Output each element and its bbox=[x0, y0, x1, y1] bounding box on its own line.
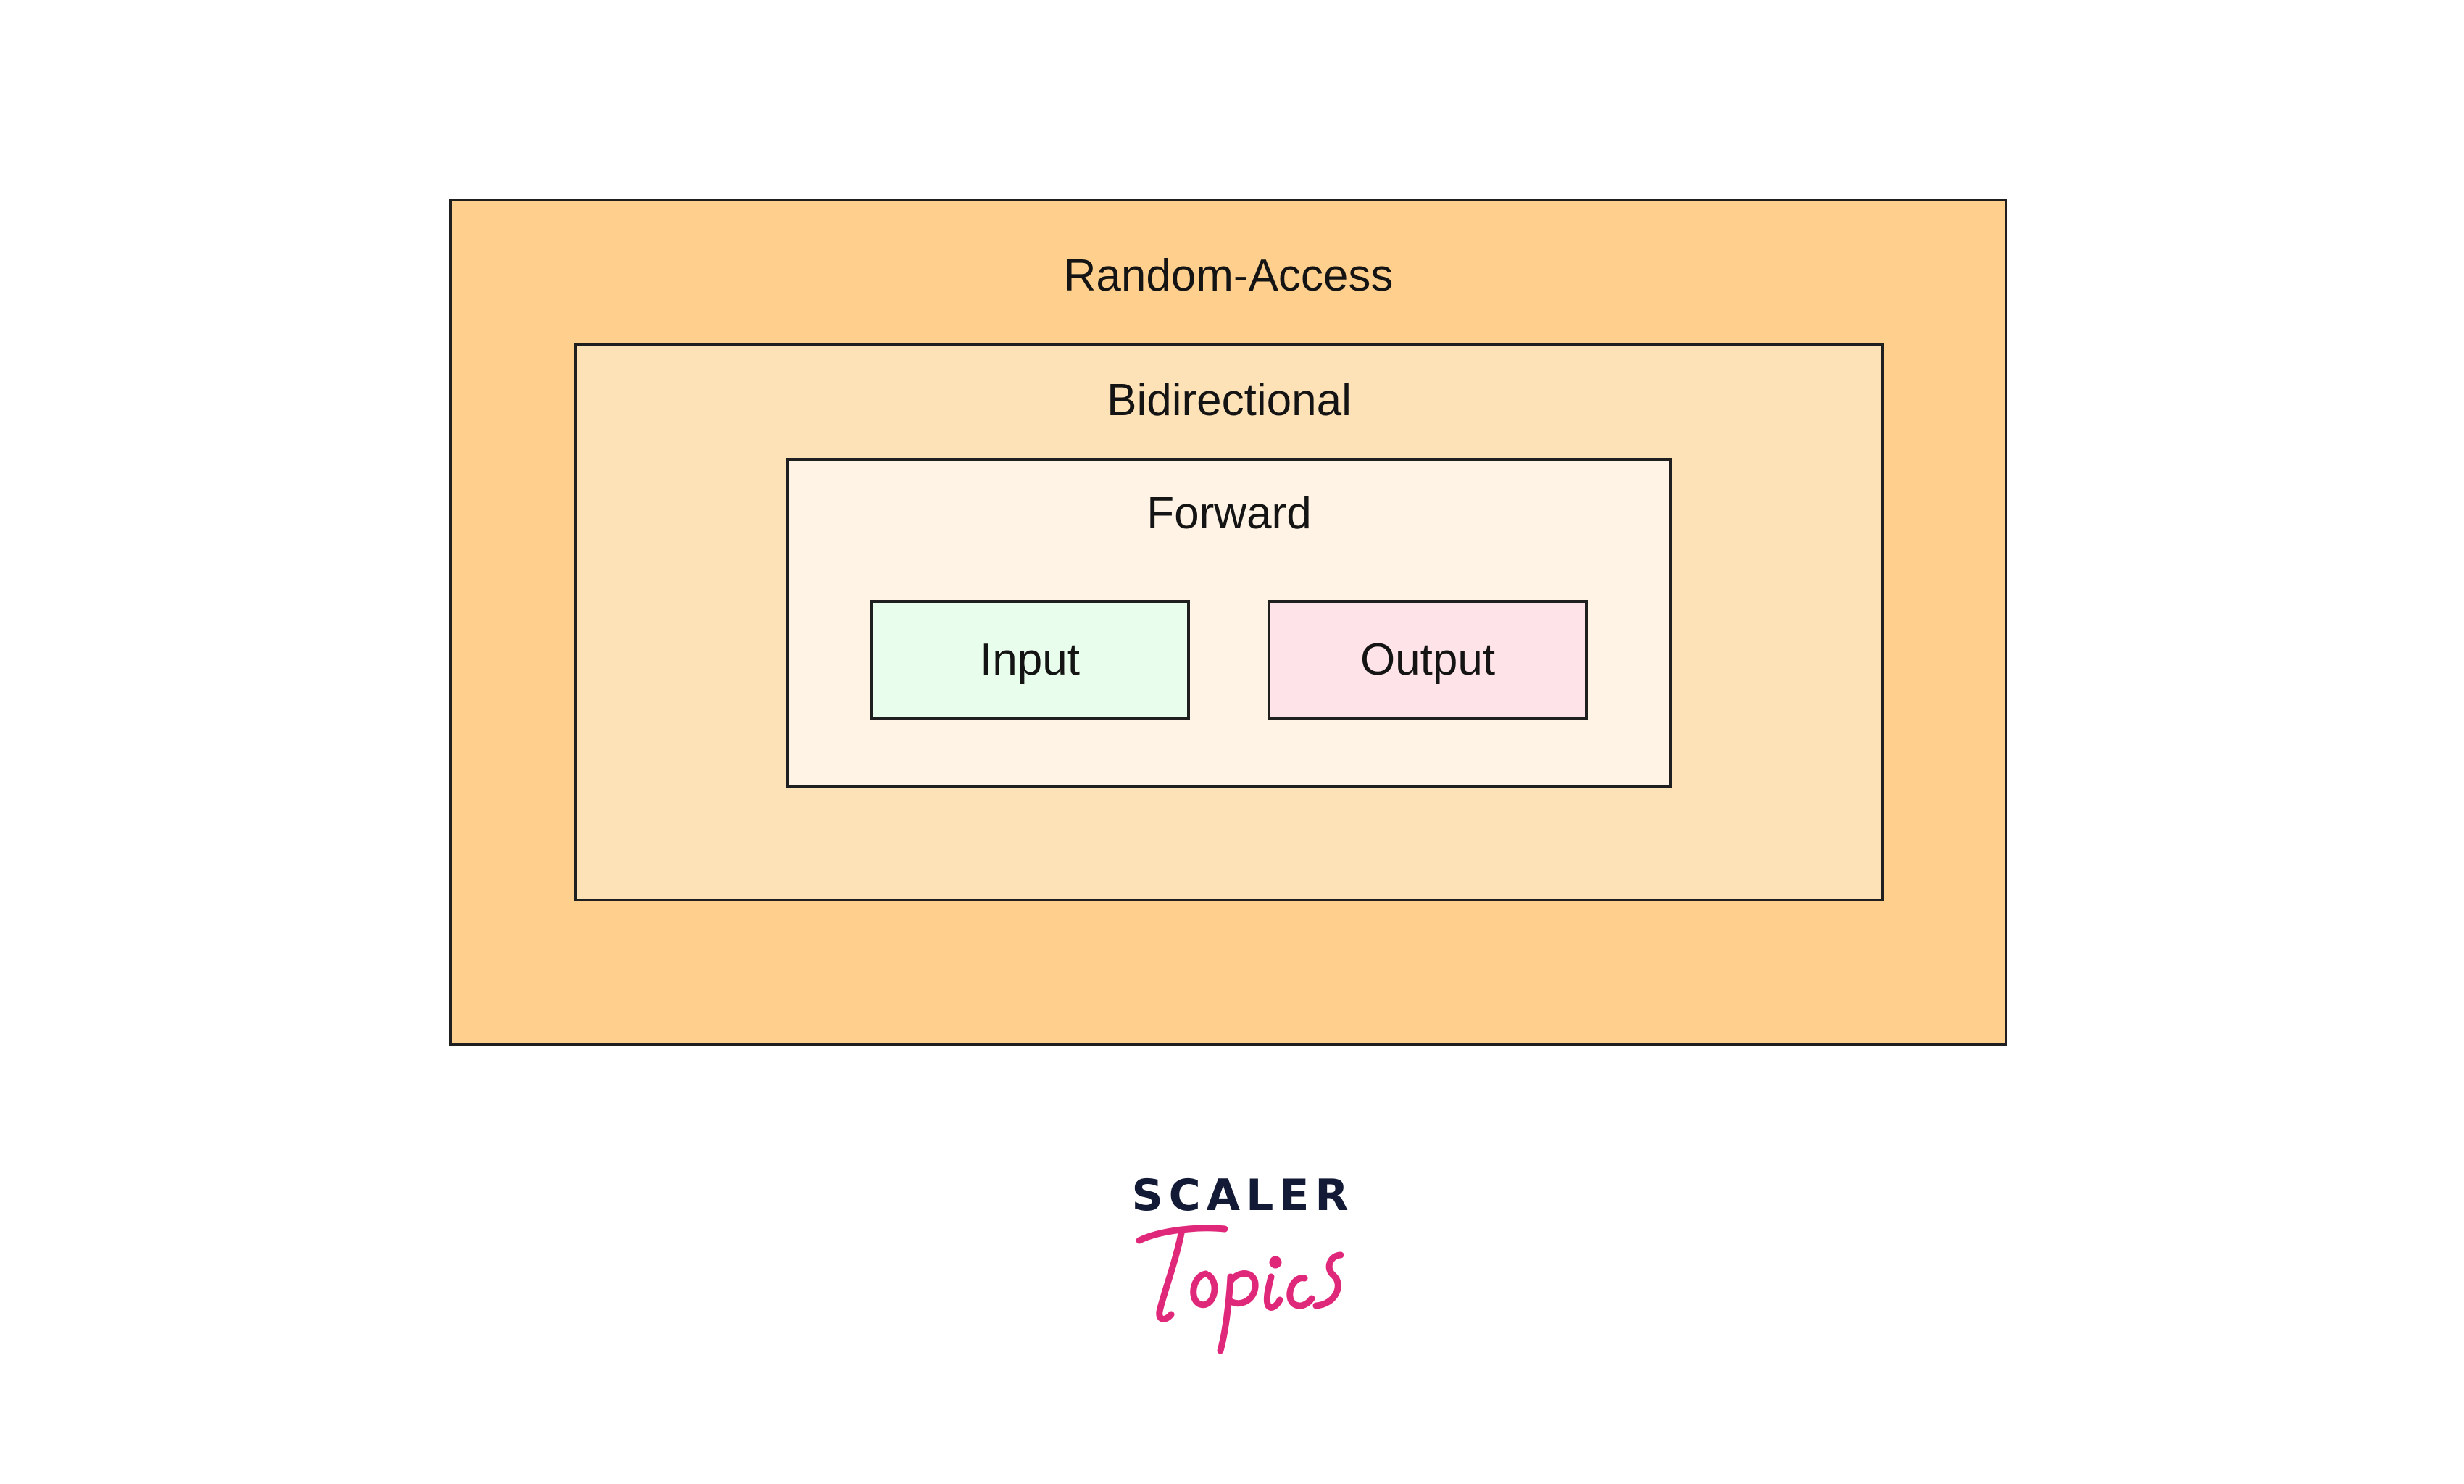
logo-wordmark: SCALER bbox=[1131, 1170, 1354, 1221]
bidirectional-label: Bidirectional bbox=[1107, 375, 1352, 425]
forward-label: Forward bbox=[1146, 488, 1312, 538]
output-label: Output bbox=[1360, 635, 1496, 685]
logo-script-topics bbox=[1136, 1225, 1344, 1354]
input-box: Input bbox=[870, 600, 1190, 720]
random-access-label: Random-Access bbox=[1063, 251, 1394, 301]
input-label: Input bbox=[980, 635, 1080, 685]
scaler-topics-logo: SCALER bbox=[1131, 1174, 1355, 1355]
output-box: Output bbox=[1268, 600, 1588, 720]
